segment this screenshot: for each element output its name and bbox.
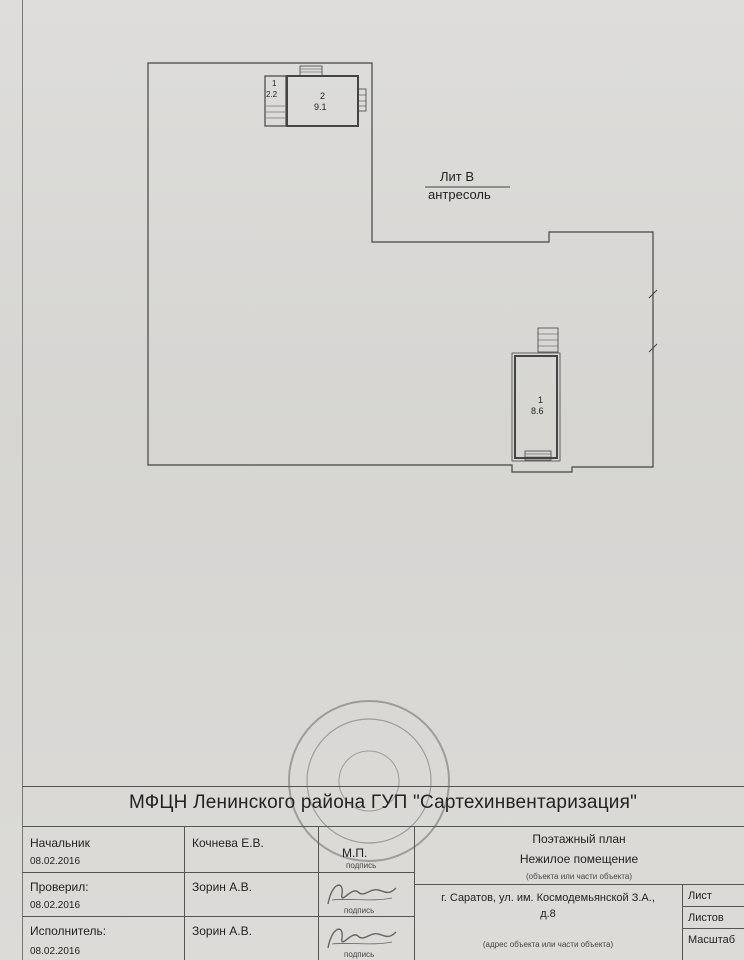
signature-1	[327, 884, 397, 905]
address-caption: (адрес объекта или части объекта)	[482, 940, 614, 949]
room-2-number: 2	[320, 91, 325, 101]
signature-2	[327, 928, 397, 949]
role-chief: Начальник	[30, 836, 90, 850]
role-checked: Проверил:	[30, 880, 89, 894]
signature-caption-2: подпись	[344, 906, 375, 915]
date-executor: 08.02.2016	[30, 946, 81, 957]
name-checked: Зорин А.В.	[192, 880, 252, 894]
role-executor: Исполнитель:	[30, 924, 107, 938]
signature-caption-3: подпись	[344, 950, 375, 959]
lit-label: Лит В	[440, 169, 474, 184]
room-2-area: 9.1	[314, 102, 327, 112]
room-3-area: 8.6	[531, 406, 544, 416]
date-checked: 08.02.2016	[30, 900, 81, 911]
sheets-label: Листов	[688, 912, 724, 924]
address-line-2: д.8	[540, 908, 556, 920]
plan-type: Поэтажный план	[532, 832, 626, 846]
signature-caption-1: подпись	[346, 861, 377, 870]
antresol-label: антресоль	[428, 187, 491, 202]
room-3-number: 1	[538, 395, 543, 405]
room-1-number: 1	[272, 79, 277, 88]
object-name: Нежилое помещение	[519, 852, 639, 866]
date-chief: 08.02.2016	[30, 856, 81, 867]
scale-label: Масштаб	[688, 934, 736, 946]
organization-title: МФЦН Ленинского района ГУП "Сартехинвент…	[128, 792, 638, 813]
name-chief: Кочнева Е.В.	[192, 836, 264, 850]
floor-plan: Лит В антресоль 1 2.2 2 9.1 1 8.6	[147, 62, 658, 473]
seal-stamp	[288, 700, 450, 862]
sheet-label: Лист	[688, 890, 712, 902]
address-line-1: г. Саратов, ул. им. Космодемьянской З.А.…	[441, 892, 655, 904]
object-caption: (объекта или части объекта)	[525, 872, 632, 881]
margin-rule	[22, 0, 23, 960]
title-block: МФЦН Ленинского района ГУП "Сартехинвент…	[22, 786, 744, 960]
name-executor: Зорин А.В.	[192, 924, 252, 938]
seal-mark: М.П.	[342, 846, 368, 860]
room-1-area: 2.2	[266, 90, 278, 99]
